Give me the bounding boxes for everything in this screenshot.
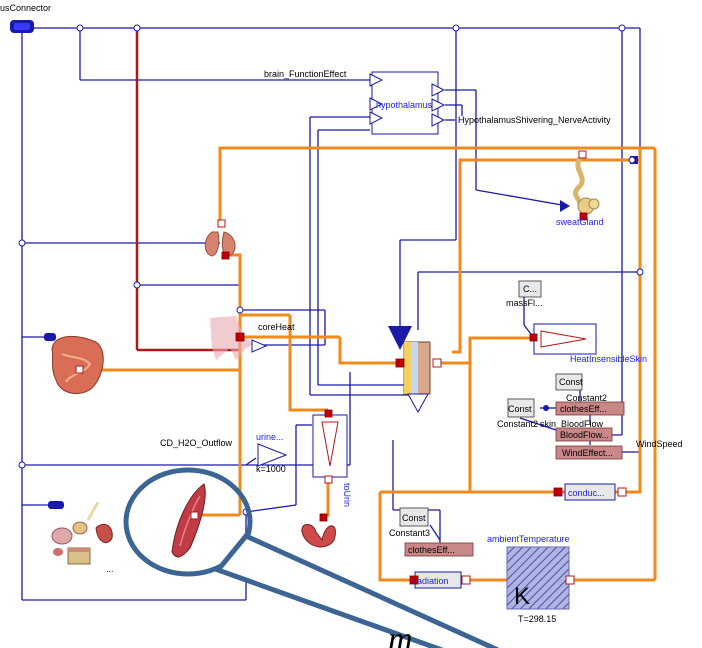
mass-flow-label: massFl... (506, 298, 543, 308)
wind-speed-label: WindSpeed (636, 439, 683, 449)
const-top-label: Const (559, 377, 583, 387)
bus-connector-label: usConnector (0, 3, 51, 13)
wind-effect-block[interactable] (555, 445, 623, 460)
clothes-effect-label: clothesEff... (560, 404, 607, 414)
sweat-gland-icon[interactable] (560, 150, 638, 221)
hypothalamus-label: hypothalamus (376, 100, 433, 110)
gain-label: k=1000 (256, 464, 286, 474)
constant-label: Constant2 (497, 419, 538, 429)
lungs-icon[interactable] (204, 219, 236, 260)
urine-label: urine... (256, 432, 284, 442)
kidney-icon[interactable] (301, 513, 336, 548)
magnifier-icon: m (123, 467, 500, 648)
ellipsis-label: ... (106, 564, 114, 574)
heat-insensible-label: HeatInsensibleSkin (570, 354, 647, 364)
ambient-temperature-label: ambientTemperature (487, 534, 570, 544)
core-heat-label: coreHeat (258, 322, 295, 332)
cd-h2o-outflow-label: CD_H2O_Outflow (160, 438, 233, 448)
mass-flow-const-block[interactable] (518, 280, 542, 298)
radiation-block[interactable] (409, 571, 471, 589)
other-tissues-icon[interactable] (51, 501, 113, 565)
core-heat-block[interactable] (210, 316, 268, 360)
skin-block[interactable] (388, 326, 442, 414)
const-left-label: Const (508, 404, 532, 414)
ambient-temperature-block[interactable] (506, 546, 575, 610)
constant2-label: Constant2 (566, 393, 607, 403)
shivering-nerve-label: HypothalamusShivering_NerveActivity (458, 115, 611, 125)
heat-insensible-block[interactable] (529, 323, 597, 355)
blood-flow-block[interactable] (555, 427, 613, 442)
signal-wires (21, 27, 641, 601)
temperature-value: T=298.15 (518, 614, 556, 624)
small-bus-connector[interactable] (48, 501, 64, 509)
clothes-effect-block[interactable] (555, 401, 625, 416)
wind-effect-label: WindEffect... (562, 448, 613, 458)
skin-blood-flow-label: skin_BloodFlow (540, 419, 604, 429)
constant3-const-label: Const (402, 513, 426, 523)
to-urine-block[interactable] (312, 409, 348, 484)
const-block-top[interactable] (555, 373, 583, 391)
bus-wires (135, 28, 242, 352)
const-block-left[interactable] (507, 398, 549, 418)
conduction-block[interactable] (553, 483, 627, 501)
brain-function-effect-label: brain_FunctionEffect (264, 69, 347, 79)
hypothalamus-block[interactable] (369, 71, 446, 135)
mass-flow-const-label: C... (523, 284, 537, 294)
to-urine-label: toUrin (342, 483, 352, 507)
magnifier-text: m (388, 621, 413, 648)
conduction-label: conduc... (568, 488, 605, 498)
kelvin-label: K (514, 583, 530, 610)
constant3-block[interactable] (399, 507, 429, 527)
blood-flow-label: BloodFlow... (560, 430, 609, 440)
radiation-label: radiation (414, 576, 449, 586)
bus-connector[interactable] (10, 20, 34, 33)
urine-gain-block[interactable] (257, 443, 288, 467)
intestine-icon[interactable] (51, 335, 104, 395)
constant3-label: Constant3 (389, 528, 430, 538)
sweat-gland-label: sweatGland (556, 217, 604, 227)
heat-wires (82, 146, 657, 582)
clothes-effect2-block[interactable] (404, 542, 474, 557)
clothes-effect2-label: clothesEff... (408, 545, 455, 555)
small-bus-connector-2[interactable] (44, 333, 56, 341)
muscle-icon[interactable] (171, 483, 206, 558)
